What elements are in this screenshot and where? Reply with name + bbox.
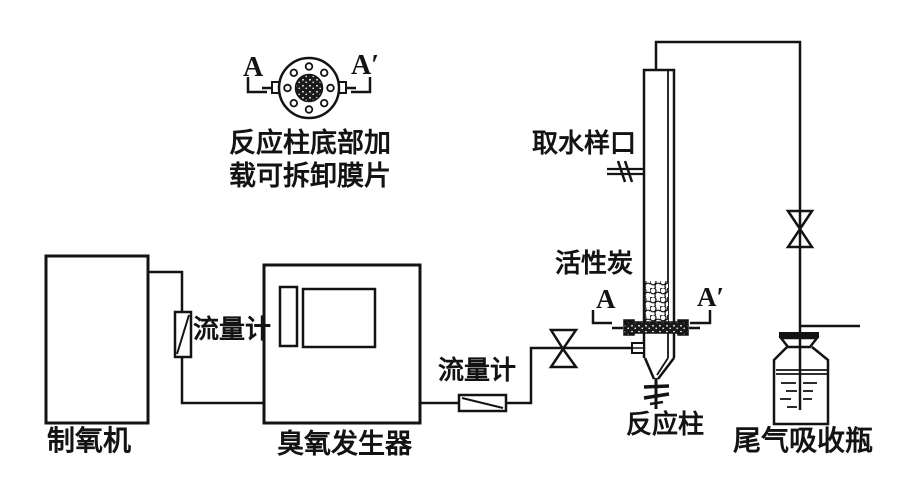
membrane-note-line1: 反应柱底部加 xyxy=(229,128,391,158)
section-label-a-prime-column: A′ xyxy=(697,282,725,312)
oxygen-generator-label: 制氧机 xyxy=(47,426,132,457)
bottle-stopper-cap xyxy=(779,332,819,338)
column-funnel xyxy=(643,357,675,380)
bottle-body xyxy=(772,346,830,426)
section-label-a-prime-top: A′ xyxy=(351,50,380,81)
flange-top-view xyxy=(246,56,372,120)
valve-2-icon xyxy=(785,209,815,249)
membrane-flange xyxy=(612,319,700,336)
ozone-generator-panel-small xyxy=(278,285,299,348)
drain-valve-icon xyxy=(643,378,670,409)
column-inlet-fitting xyxy=(631,342,645,354)
section-label-a-column: A xyxy=(596,284,616,314)
membrane-disc xyxy=(294,73,324,103)
section-bracket-a-top xyxy=(246,77,267,94)
flow-meter-1-float-line xyxy=(176,314,190,355)
membrane-note-line2: 载可拆卸膜片 xyxy=(229,161,391,191)
reaction-column-label: 反应柱 xyxy=(626,410,705,439)
oxygen-generator-box xyxy=(44,254,150,425)
reaction-column-walls xyxy=(642,68,676,358)
valve-1-icon xyxy=(548,328,579,369)
pipe-column-to-bottle xyxy=(654,40,802,410)
section-bracket-a-column xyxy=(591,310,612,325)
sampling-port-icon xyxy=(607,160,644,183)
ozone-generator-display xyxy=(301,287,377,349)
tail-gas-bottle-label: 尾气吸收瓶 xyxy=(733,426,874,457)
water-dashes xyxy=(780,382,817,408)
flange-bolt-holes xyxy=(283,62,335,114)
flow-meter-2-label: 流量计 xyxy=(438,356,517,385)
section-bracket-a-prime-top xyxy=(351,77,372,94)
activated-carbon-label: 活性炭 xyxy=(555,249,634,278)
section-bracket-a-prime-column xyxy=(690,310,712,325)
flow-meter-1-label: 流量计 xyxy=(193,315,272,344)
water-sampling-port-label: 取水样口 xyxy=(532,129,637,158)
bottle-stopper xyxy=(778,336,820,349)
flow-meter-2-float-line xyxy=(461,397,504,409)
section-label-a-top: A xyxy=(243,52,264,83)
ozone-generator-label: 臭氧发生器 xyxy=(277,429,412,459)
activated-carbon-bed xyxy=(645,281,668,322)
absorption-bottle xyxy=(772,332,830,426)
